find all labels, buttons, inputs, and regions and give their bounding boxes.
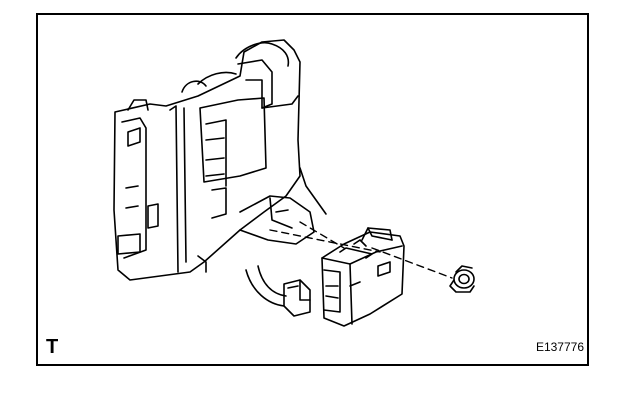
figure-id-label: E137776 (535, 340, 584, 354)
clip-fastener (449, 265, 475, 293)
figure-frame (36, 13, 589, 366)
main-ecu-block (113, 39, 327, 281)
wire-harness-connector (245, 265, 311, 317)
alignment-lines (269, 221, 453, 279)
view-code-label: T (46, 336, 59, 358)
module-box (321, 227, 405, 327)
